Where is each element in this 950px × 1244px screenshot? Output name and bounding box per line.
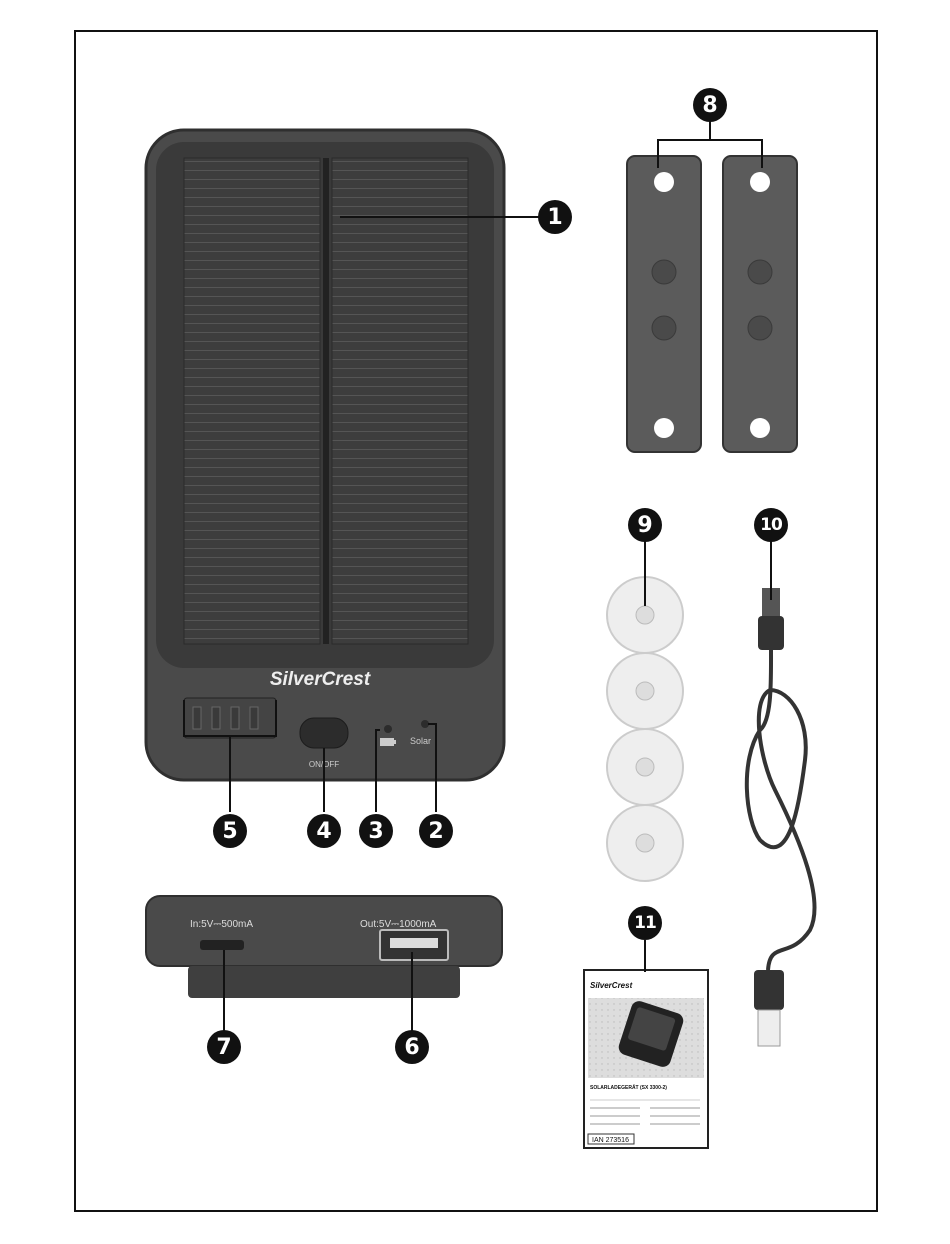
solar-label: Solar — [410, 736, 431, 746]
callout-1: 1 — [538, 200, 572, 234]
callout-11: 11 — [628, 906, 662, 940]
manual-brand: SilverCrest — [590, 981, 633, 990]
callout-9: 9 — [628, 508, 662, 542]
callout-4: 4 — [307, 814, 341, 848]
usb-cable — [747, 588, 815, 1046]
solar-charger-side — [146, 896, 502, 998]
callout-3: 3 — [359, 814, 393, 848]
user-manual — [584, 970, 708, 1148]
suction-cups — [607, 577, 683, 881]
callout-2: 2 — [419, 814, 453, 848]
device-brand: SilverCrest — [270, 669, 371, 690]
on-off-button-graphic — [300, 718, 348, 748]
callout-5: 5 — [213, 814, 247, 848]
mounting-brackets — [627, 156, 797, 452]
callout-7: 7 — [207, 1030, 241, 1064]
callout-8: 8 — [693, 88, 727, 122]
battery-icon — [380, 738, 396, 746]
output-label: Out:5V⎓1000mA — [360, 919, 437, 930]
callout-6: 6 — [395, 1030, 429, 1064]
input-label: In:5V⎓500mA — [190, 919, 253, 930]
manual-title: SOLARLADEGERÄT (SX 3300-2) — [590, 1084, 667, 1091]
callout-10: 10 — [754, 508, 788, 542]
manual-ian: IAN 273516 — [592, 1137, 629, 1144]
